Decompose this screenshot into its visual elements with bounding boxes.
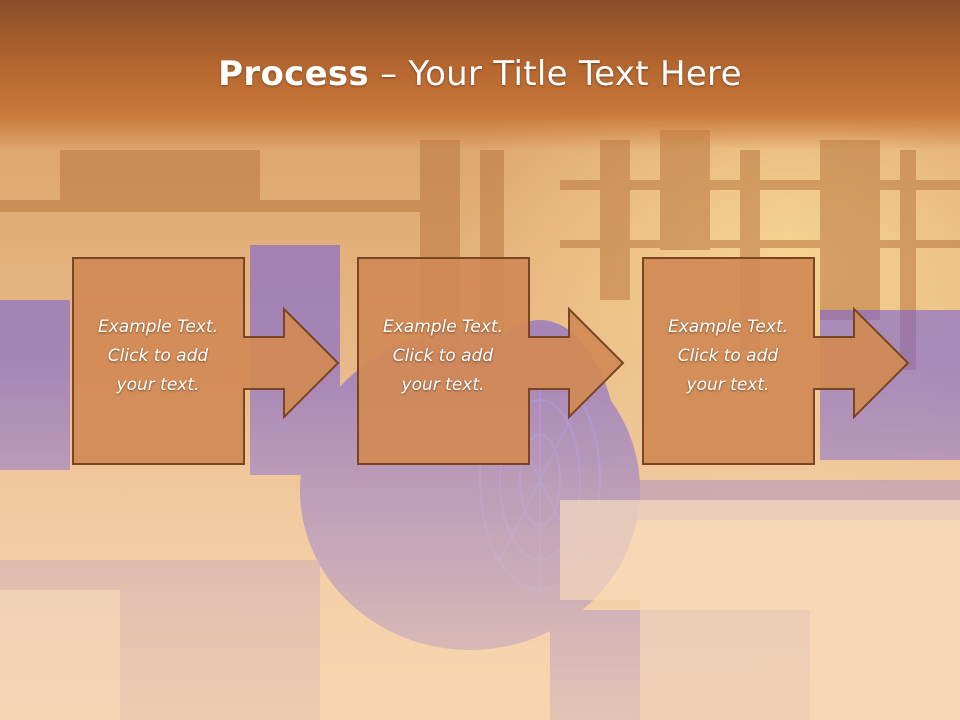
process-step-2[interactable]: Example Text. Click to add your text. [357, 257, 625, 465]
title-bar [0, 0, 960, 150]
arrow-callout-shape [642, 257, 910, 465]
process-step-1[interactable]: Example Text. Click to add your text. [72, 257, 340, 465]
arrow-callout-shape [357, 257, 625, 465]
step-text[interactable]: Example Text. Click to add your text. [97, 317, 219, 395]
title-bold-part: Process [218, 54, 370, 94]
title-rest-part: – Your Title Text Here [369, 54, 742, 94]
slide-title[interactable]: Process – Your Title Text Here [0, 54, 960, 94]
arrow-callout-shape [72, 257, 340, 465]
step-text[interactable]: Example Text. Click to add your text. [382, 317, 504, 395]
step-text[interactable]: Example Text. Click to add your text. [667, 317, 789, 395]
process-step-3[interactable]: Example Text. Click to add your text. [642, 257, 910, 465]
